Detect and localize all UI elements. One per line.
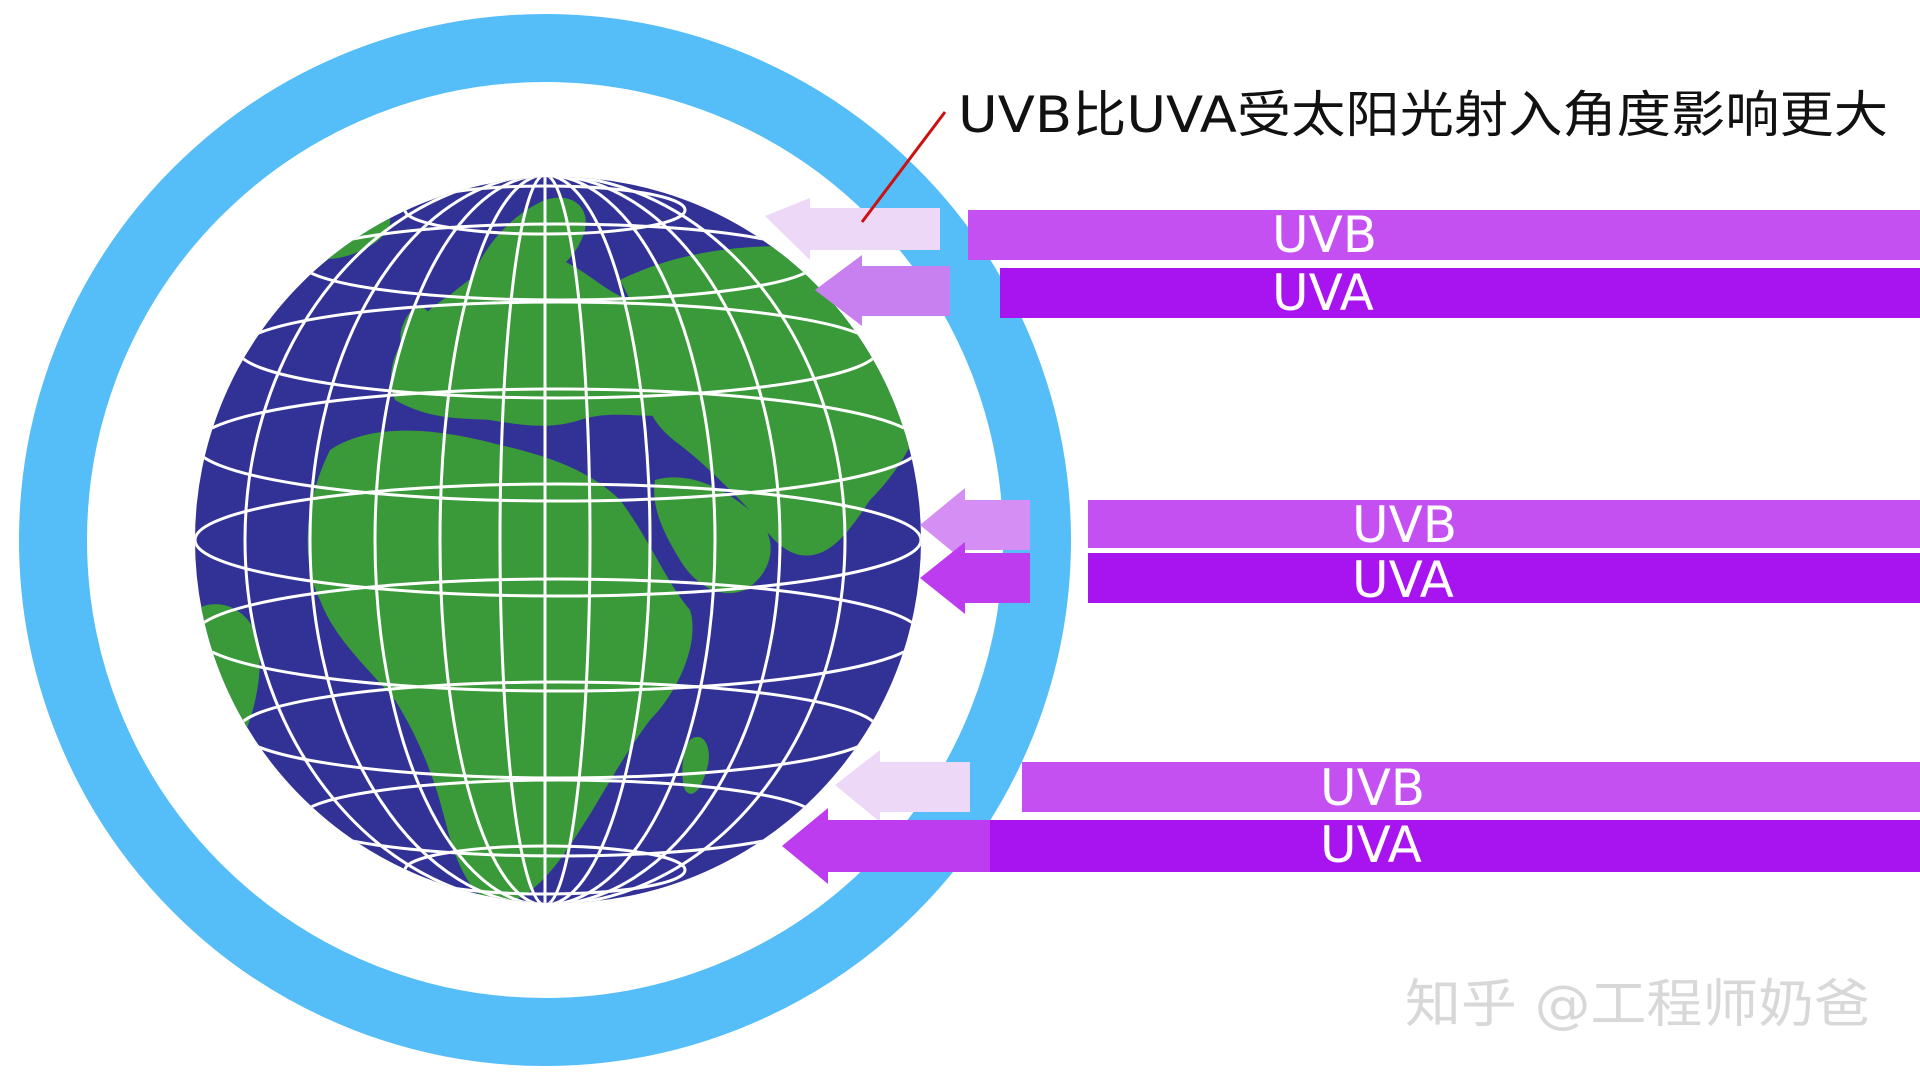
uvb-ray-middle <box>1088 500 1920 548</box>
uva-ray-bottom <box>990 820 1920 872</box>
uvb-ray-top <box>968 210 1920 260</box>
globe <box>195 177 921 903</box>
uvb-label-bottom: UVB <box>1320 759 1425 817</box>
uvb-arrow-middle <box>920 488 1030 562</box>
ray-group-bottom: UVB UVA <box>782 750 1920 884</box>
atmosphere-ring <box>19 14 1071 1066</box>
uvb-arrow-bottom-faded <box>835 750 970 822</box>
uvb-label-top: UVB <box>1272 206 1377 264</box>
uva-ray-top <box>1000 268 1920 318</box>
uva-arrow-middle <box>920 542 1030 614</box>
ray-group-top: UVB UVA <box>765 198 1920 326</box>
continent-arabia <box>654 477 771 594</box>
uvb-label-middle: UVB <box>1352 496 1457 554</box>
watermark: 知乎 @工程师奶爸 <box>1405 975 1870 1035</box>
continent-britain <box>400 307 431 354</box>
uva-arrow-top <box>815 255 950 326</box>
uva-label-middle: UVA <box>1352 551 1454 609</box>
callout-line <box>860 111 947 223</box>
uvb-ray-bottom <box>1022 762 1920 812</box>
continent-madagascar <box>682 736 709 794</box>
callout: UVB比UVA受太阳光射入角度影响更大 <box>860 86 1888 223</box>
uva-label-top: UVA <box>1272 264 1374 322</box>
uvb-arrow-top-faded <box>765 198 940 260</box>
ray-group-middle: UVB UVA <box>920 488 1920 614</box>
uva-label-bottom: UVA <box>1320 816 1422 874</box>
continent-south-america <box>195 604 260 769</box>
continent-africa <box>307 430 693 903</box>
uva-ray-middle <box>1088 553 1920 603</box>
callout-text: UVB比UVA受太阳光射入角度影响更大 <box>958 86 1888 144</box>
continent-scandinavia <box>470 197 586 294</box>
uva-arrow-bottom <box>782 808 990 884</box>
